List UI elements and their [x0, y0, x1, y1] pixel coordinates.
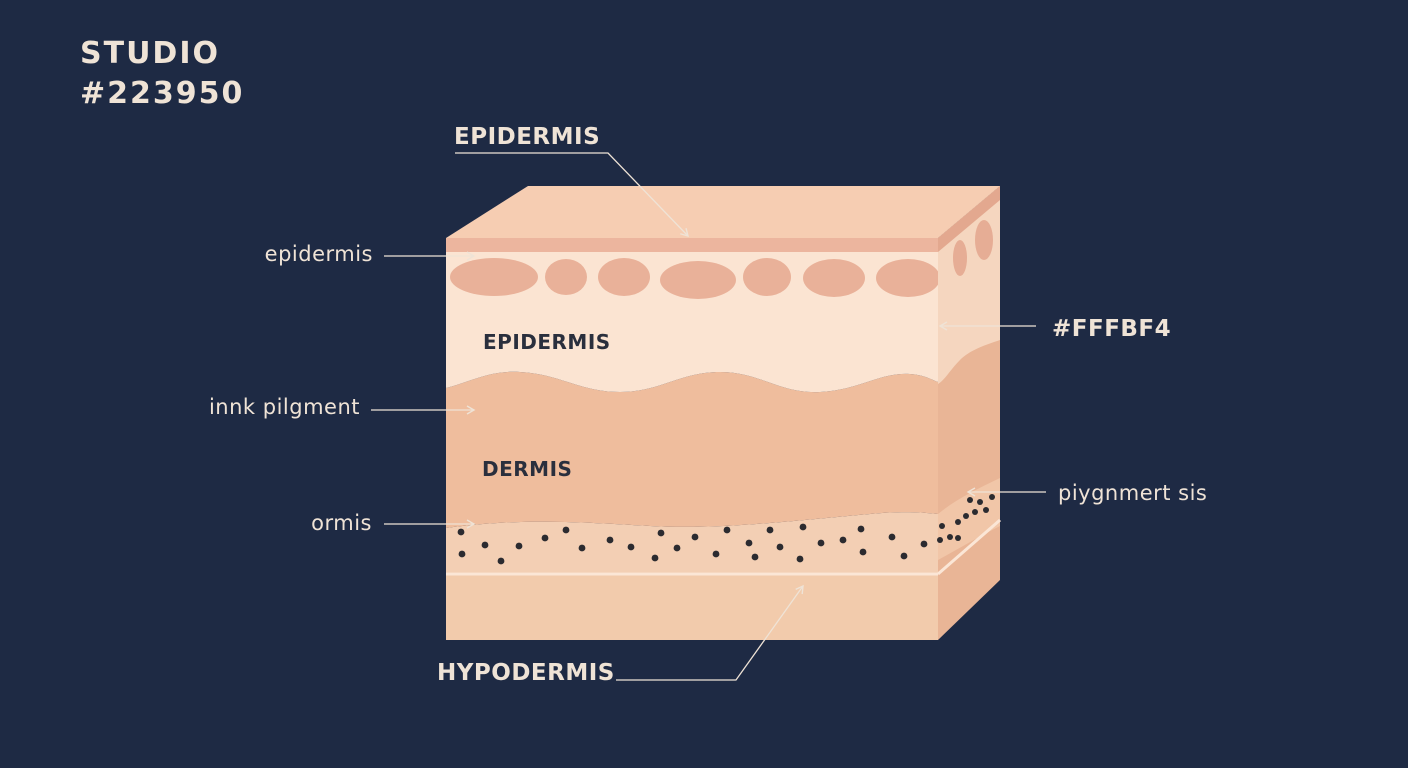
label-hypodermis: HYPODERMIS: [437, 660, 615, 686]
dermis-layer: [446, 371, 938, 528]
label-inner-epidermis: EPIDERMIS: [483, 330, 611, 354]
leader-lines: [371, 152, 1046, 681]
labels: EPIDERMIS epidermis EPIDERMIS #FFFBF4 in…: [209, 124, 1207, 686]
leader-top-epidermis: [455, 152, 689, 238]
cell: [876, 259, 940, 297]
side-cell: [975, 220, 993, 260]
side-divider: [937, 518, 1001, 576]
side-cell: [953, 240, 967, 276]
label-inner-dermis: DERMIS: [482, 457, 572, 481]
side-face-band: [938, 186, 1000, 252]
label-top-epidermis: EPIDERMIS: [454, 124, 600, 150]
cell: [743, 258, 791, 296]
leader-hypodermis: [616, 584, 804, 681]
cell: [450, 258, 538, 296]
top-face: [446, 186, 1000, 238]
studio-title-line1: STUDIO: [80, 36, 220, 71]
label-ormis: ormis: [311, 511, 372, 535]
studio-title: STUDIO #223950: [80, 34, 244, 114]
stratum-band: [446, 238, 938, 252]
hypodermis-layer: [446, 570, 938, 640]
label-ink-pigment: innk pilgment: [209, 395, 360, 419]
cell: [803, 259, 865, 297]
cell-row: [450, 258, 940, 299]
label-color-code: #FFFBF4: [1052, 316, 1171, 342]
cell: [545, 259, 587, 295]
cell: [598, 258, 650, 296]
label-pigment-right: piygnmert sis: [1058, 481, 1207, 505]
skin-block: [446, 186, 1001, 640]
pigment-band: [446, 512, 938, 572]
studio-title-line2: #223950: [80, 76, 245, 111]
label-left-epidermis: epidermis: [265, 242, 373, 266]
cell: [660, 261, 736, 299]
side-pigment-band: [938, 478, 1000, 560]
pigment-dots: [457, 494, 995, 565]
